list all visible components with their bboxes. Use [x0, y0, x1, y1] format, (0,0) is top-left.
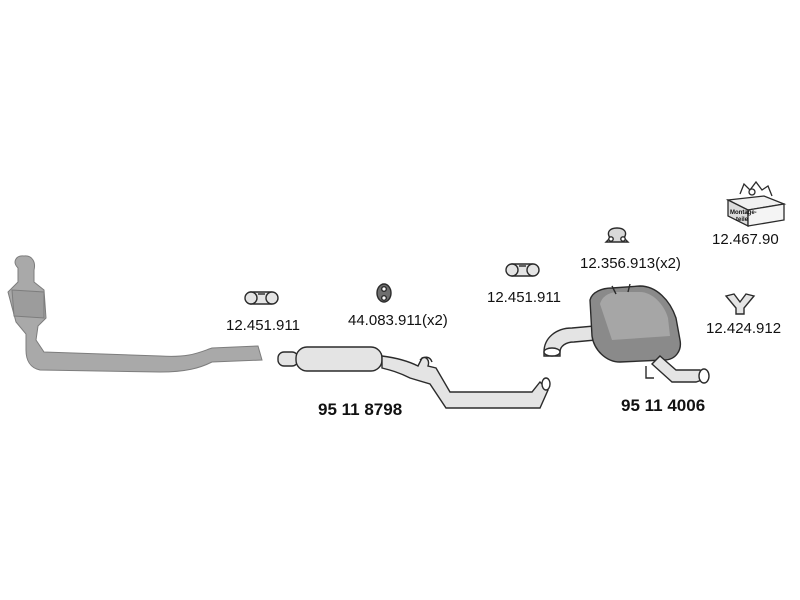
svg-text:Montage-: Montage-: [730, 210, 757, 216]
front-pipe-catalytic-converter: [7, 255, 263, 373]
part-number-middle-pipe: 95 11 8798: [318, 400, 403, 419]
clamp-left-icon: [244, 291, 279, 305]
part-number-bracket: 12.424.912: [706, 320, 782, 337]
clamp-right-icon: [505, 263, 540, 277]
rubber-hanger-mid-icon: [376, 283, 392, 303]
part-number-rear-silencer: 95 11 4006: [621, 396, 706, 415]
part-number-mounting-kit: 12.467.90: [712, 231, 779, 248]
middle-pipe-silencer: [277, 346, 551, 409]
part-number-clamp-left: 12.451.911: [226, 317, 300, 334]
part-number-hanger-mid: 44.083.911(x2): [348, 312, 448, 329]
bracket-icon: [724, 293, 756, 315]
mounting-kit-box-icon: Montage- teile: [725, 180, 787, 228]
part-number-hanger-top: 12.356.913(x2): [580, 255, 681, 272]
svg-text:teile: teile: [736, 217, 749, 223]
rear-silencer: [543, 283, 710, 384]
part-number-clamp-right: 12.451.911: [487, 289, 561, 306]
rubber-hanger-top-icon: [604, 227, 630, 243]
